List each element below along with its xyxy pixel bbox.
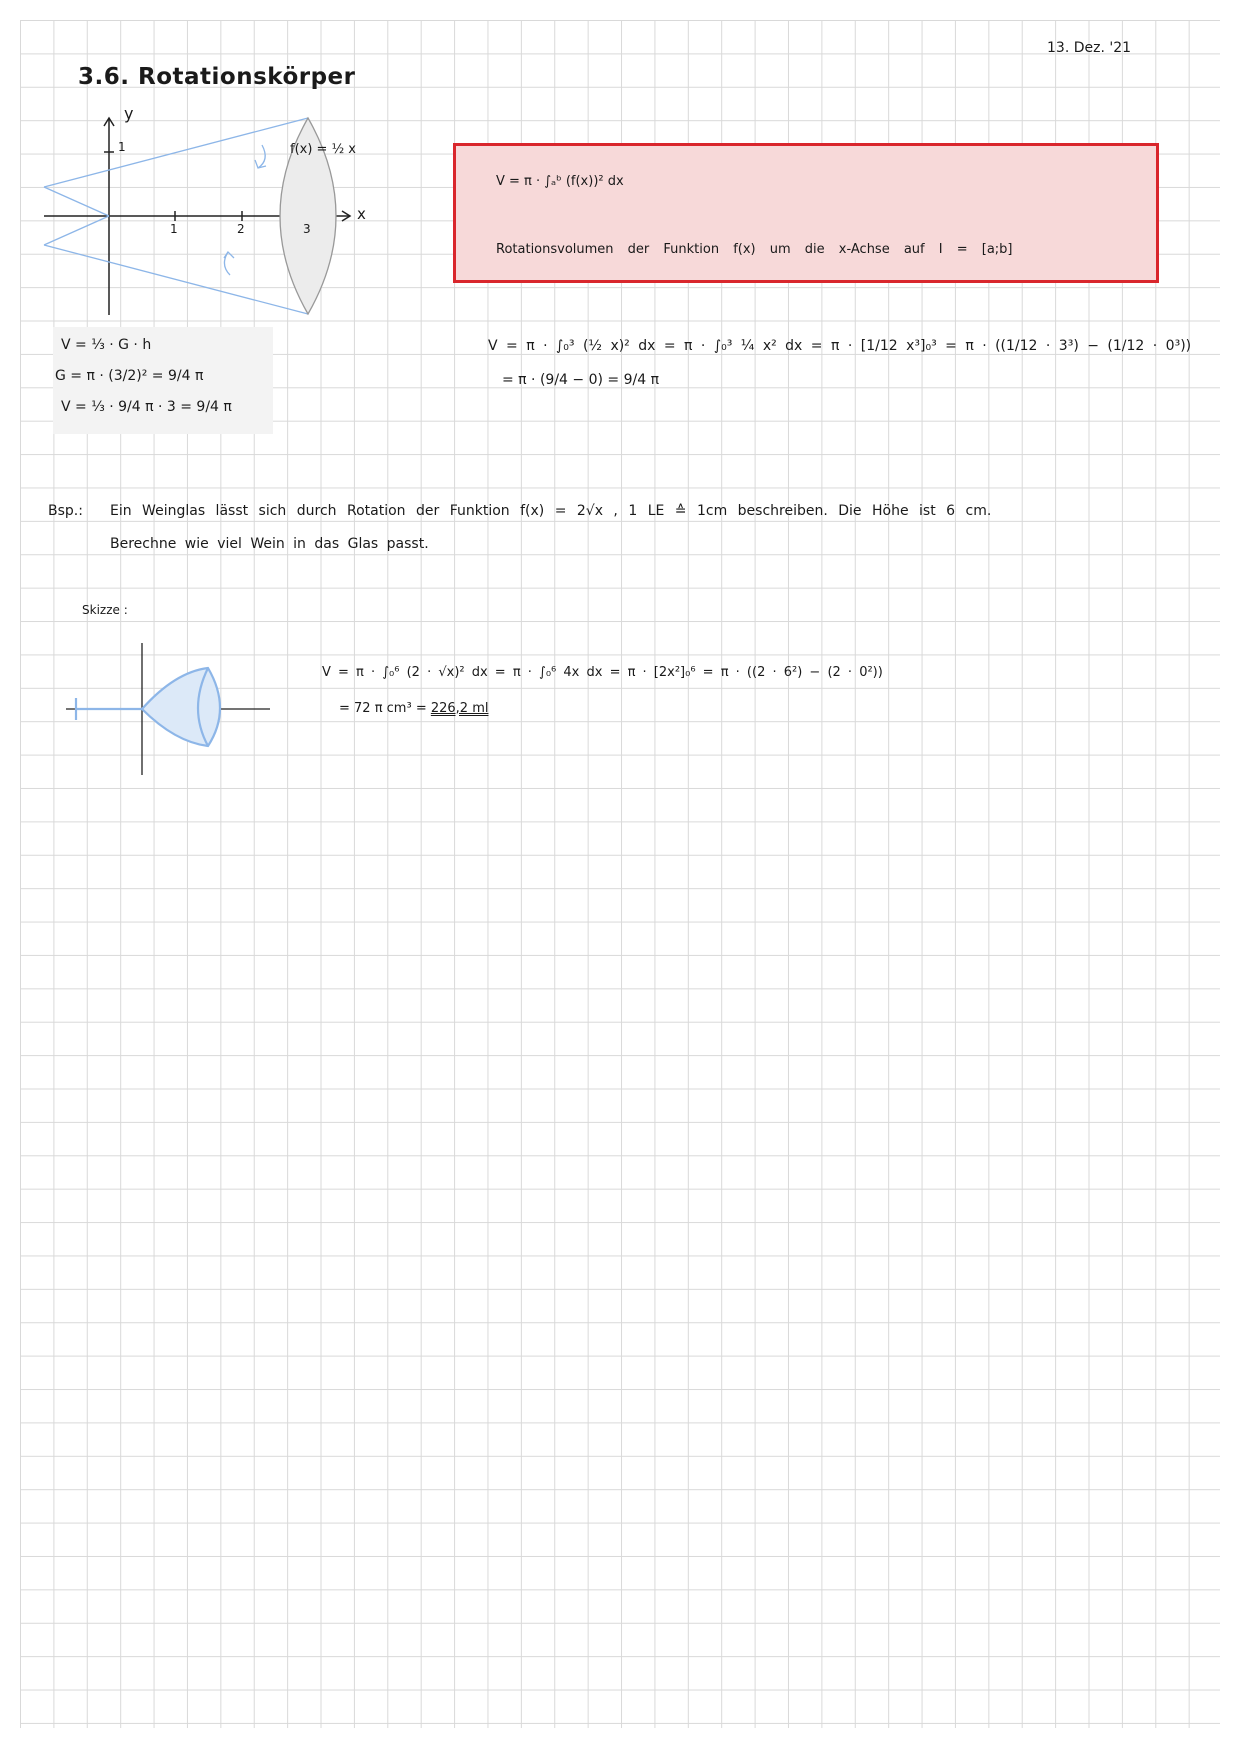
base-area-formula: G = π · (3/2)² = 9/4 π (55, 368, 204, 384)
integral-calculation-line-2: = π · (9/4 − 0) = 9/4 π (502, 372, 659, 388)
wine-calculation-line-2: = 72 π cm³ = 226,2 ml (339, 701, 488, 716)
page-title: 3.6. Rotationskörper (78, 64, 356, 90)
y-axis-label: y (124, 104, 134, 123)
cone-calculation: V = ⅓ · G · h G = π · (3/2)² = 9/4 π V =… (53, 327, 273, 434)
cone-volume-result: V = ⅓ · 9/4 π · 3 = 9/4 π (61, 399, 232, 415)
y-tick-label: 1 (118, 140, 126, 154)
example-text-line-2: Berechne wie viel Wein in das Glas passt… (110, 536, 429, 552)
formula-description: Rotationsvolumen der Funktion f(x) um di… (496, 242, 1013, 257)
x-tick-label-3: 3 (303, 222, 311, 236)
sketch-label: Skizze : (82, 603, 128, 617)
date: 13. Dez. '21 (1047, 40, 1132, 56)
cone-volume-formula: V = ⅓ · G · h (61, 337, 152, 353)
wine-calculation-prefix: = 72 π cm³ = (339, 701, 431, 716)
formula-box: V = π · ∫ₐᵇ (f(x))² dx Rotationsvolumen … (453, 143, 1159, 283)
example-label: Bsp.: (48, 503, 83, 519)
function-label: f(x) = ½ x (290, 142, 356, 157)
wine-volume-result: 226,2 ml (430, 701, 489, 716)
rotation-volume-formula: V = π · ∫ₐᵇ (f(x))² dx (496, 174, 624, 189)
wine-calculation-line-1: V = π · ∫₀⁶ (2 · √x)² dx = π · ∫₀⁶ 4x dx… (322, 665, 883, 680)
example-text-line-1: Ein Weinglas lässt sich durch Rotation d… (110, 503, 992, 519)
x-tick-label-1: 1 (170, 222, 178, 236)
x-axis-label: x (357, 205, 366, 223)
integral-calculation-line-1: V = π · ∫₀³ (½ x)² dx = π · ∫₀³ ¼ x² dx … (488, 338, 1192, 354)
x-tick-label-2: 2 (237, 222, 245, 236)
